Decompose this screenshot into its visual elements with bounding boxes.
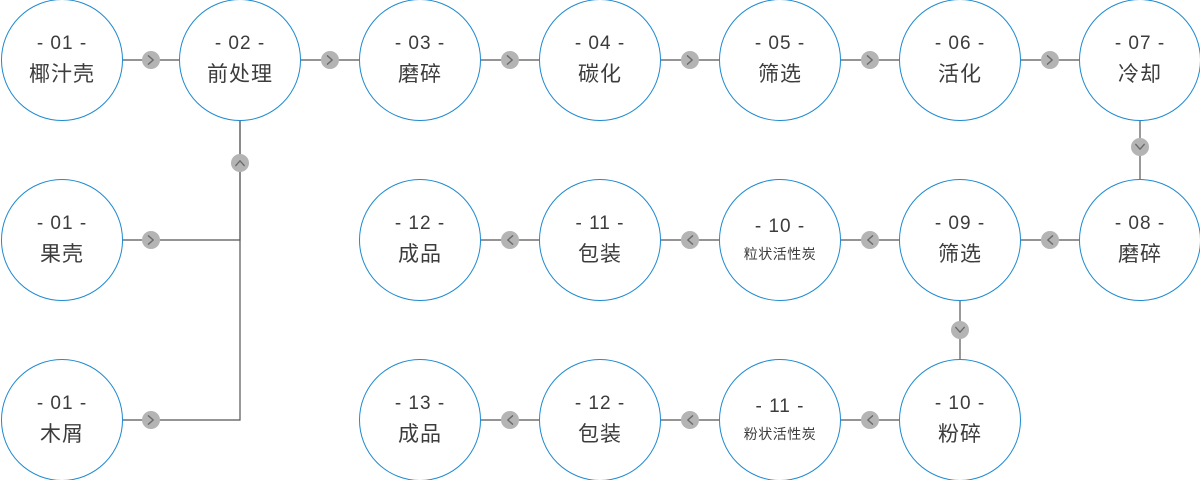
node-index: - 02 - [214, 32, 266, 54]
node-label: 成品 [398, 423, 442, 447]
process-node-n-07-lengque[interactable]: - 07 - 冷却 [1079, 0, 1200, 121]
node-index: - 01 - [36, 212, 88, 234]
node-label: 前处理 [207, 63, 273, 87]
node-label: 成品 [398, 243, 442, 267]
arrow-down-icon [1131, 138, 1149, 156]
node-index: - 11 - [755, 396, 805, 418]
node-index: - 13 - [394, 392, 446, 414]
arrow-right-icon [321, 51, 339, 69]
connector-e-muxie-to-02 [123, 121, 241, 421]
node-label: 活化 [938, 63, 982, 87]
process-node-n-11-fenzhuanghuoxingtan[interactable]: - 11 - 粉状活性炭 [719, 359, 841, 480]
node-label: 果壳 [40, 243, 84, 267]
process-node-n-12-baozhuang[interactable]: - 12 - 包装 [539, 359, 661, 480]
arrow-left-icon [861, 411, 879, 429]
node-label: 粉状活性炭 [743, 426, 817, 443]
node-label: 冷却 [1118, 63, 1162, 87]
node-index: - 10 - [934, 392, 986, 414]
arrow-left-icon [501, 411, 519, 429]
process-node-n-11-baozhuang[interactable]: - 11 - 包装 [539, 179, 661, 301]
process-node-n-04-tanhua[interactable]: - 04 - 碳化 [539, 0, 661, 121]
node-index: - 03 - [394, 32, 446, 54]
arrow-right-icon [142, 51, 160, 69]
node-label: 粒状活性炭 [743, 246, 817, 263]
arrow-left-icon [681, 231, 699, 249]
node-index: - 08 - [1114, 212, 1166, 234]
node-index: - 04 - [574, 32, 626, 54]
node-label: 包装 [578, 243, 622, 267]
arrow-left-icon [1041, 231, 1059, 249]
node-label: 筛选 [938, 243, 982, 267]
arrow-right-icon [861, 51, 879, 69]
arrow-up-icon [231, 154, 249, 172]
node-label: 包装 [578, 423, 622, 447]
process-node-n-10-lizhuanghuoxingtan[interactable]: - 10 - 粒状活性炭 [719, 179, 841, 301]
process-node-n-13-chengpin[interactable]: - 13 - 成品 [359, 359, 481, 480]
process-node-n-01-yezhike[interactable]: - 01 - 椰汁壳 [1, 0, 123, 121]
process-node-n-09-shaixuan[interactable]: - 09 - 筛选 [899, 179, 1021, 301]
process-node-n-02-qianchuli[interactable]: - 02 - 前处理 [179, 0, 301, 121]
process-node-n-01-guoke[interactable]: - 01 - 果壳 [1, 179, 123, 301]
arrow-down-icon [951, 321, 969, 339]
arrow-right-icon [501, 51, 519, 69]
arrow-left-icon [861, 231, 879, 249]
node-index: - 01 - [36, 392, 88, 414]
node-index: - 05 - [754, 32, 806, 54]
process-node-n-01-muxie[interactable]: - 01 - 木屑 [1, 359, 123, 480]
node-label: 磨碎 [398, 63, 442, 87]
node-label: 碳化 [578, 63, 622, 87]
process-node-n-10-fensui[interactable]: - 10 - 粉碎 [899, 359, 1021, 480]
arrow-right-icon [681, 51, 699, 69]
node-index: - 07 - [1114, 32, 1166, 54]
arrow-right-icon [142, 411, 160, 429]
arrow-right-icon [142, 231, 160, 249]
node-index: - 06 - [934, 32, 986, 54]
node-label: 木屑 [40, 423, 84, 447]
node-index: - 01 - [36, 32, 88, 54]
arrow-left-icon [681, 411, 699, 429]
process-node-n-05-shaixuan[interactable]: - 05 - 筛选 [719, 0, 841, 121]
process-node-n-12-chengpin[interactable]: - 12 - 成品 [359, 179, 481, 301]
node-index: - 10 - [754, 216, 806, 238]
node-index: - 09 - [934, 212, 986, 234]
process-node-n-03-mosui[interactable]: - 03 - 磨碎 [359, 0, 481, 121]
node-index: - 12 - [394, 212, 446, 234]
node-index: - 11 - [575, 212, 625, 234]
process-node-n-08-mosui[interactable]: - 08 - 磨碎 [1079, 179, 1200, 301]
node-index: - 12 - [574, 392, 626, 414]
node-label: 粉碎 [938, 423, 982, 447]
arrow-right-icon [1041, 51, 1059, 69]
node-label: 磨碎 [1118, 243, 1162, 267]
arrow-left-icon [501, 231, 519, 249]
node-label: 椰汁壳 [29, 63, 95, 87]
process-node-n-06-huohua[interactable]: - 06 - 活化 [899, 0, 1021, 121]
node-label: 筛选 [758, 63, 802, 87]
